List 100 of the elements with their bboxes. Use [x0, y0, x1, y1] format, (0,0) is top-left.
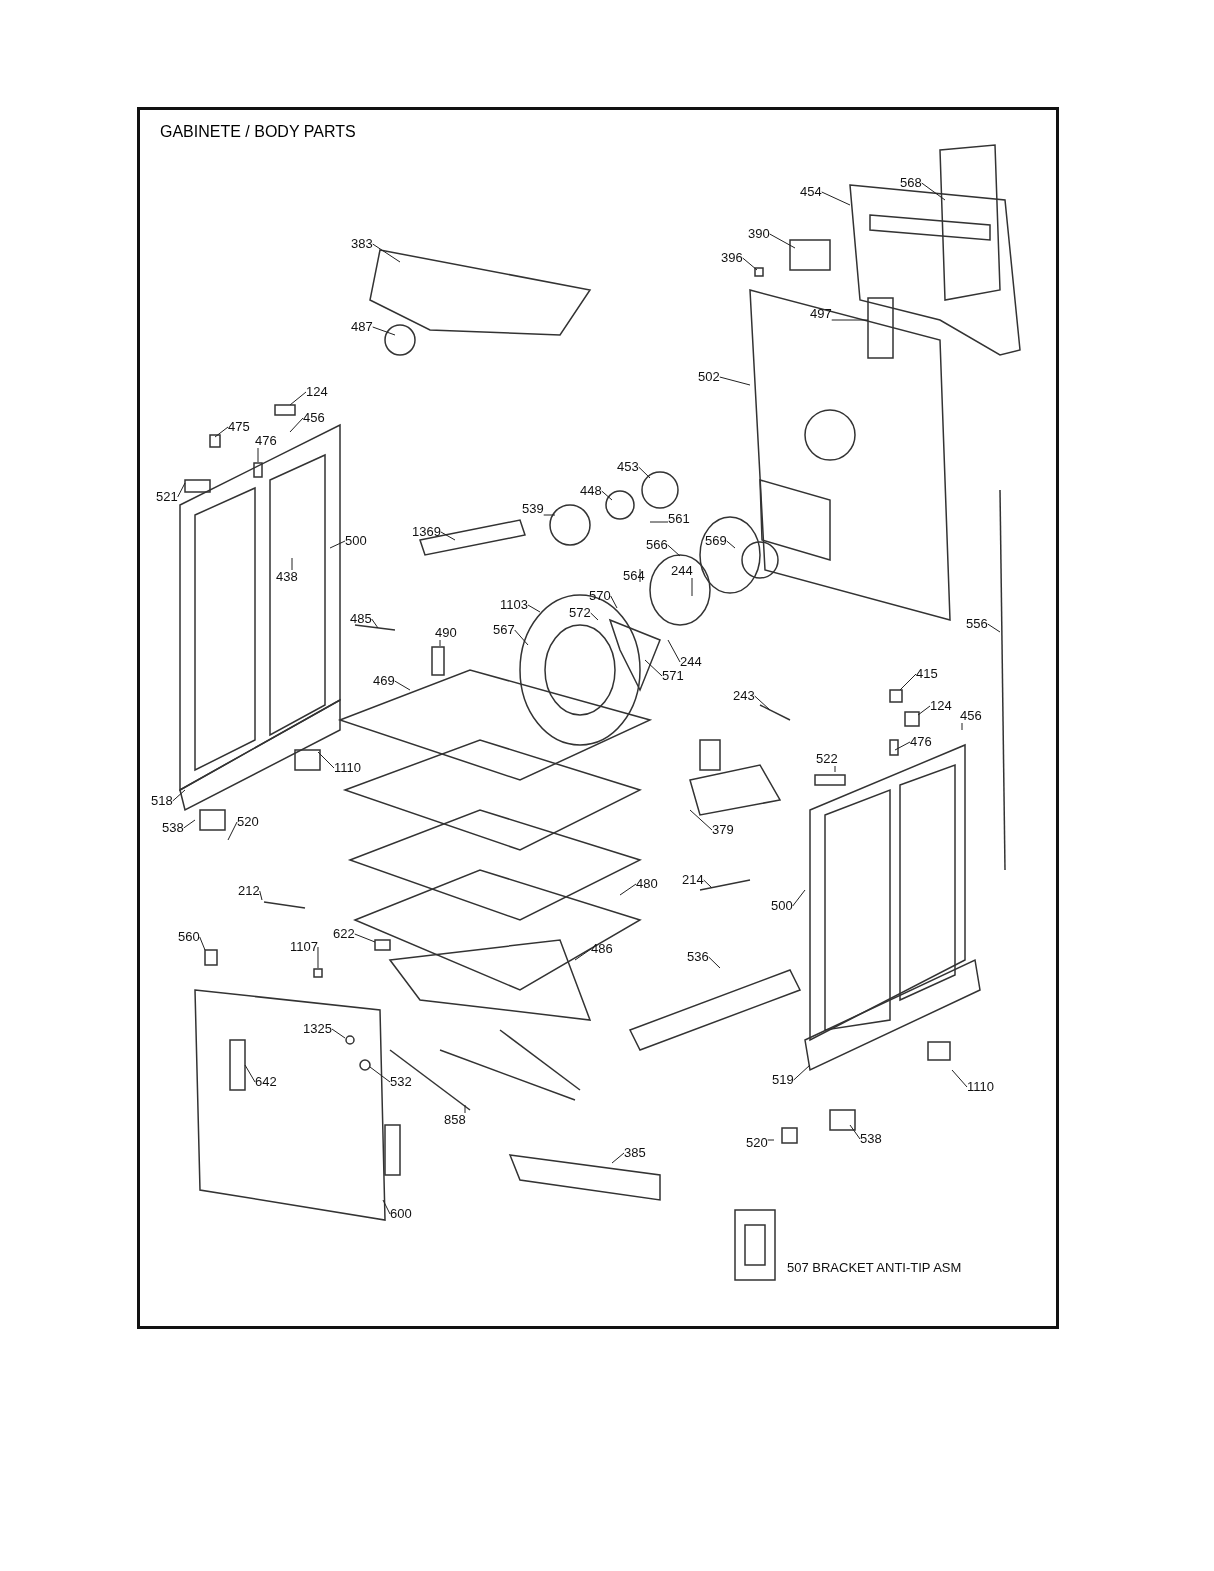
leader-line	[726, 540, 736, 549]
callout-number: 538	[162, 821, 184, 835]
callout-number: 490	[435, 626, 457, 640]
leader-line	[849, 1124, 861, 1140]
callout-number: 124	[306, 385, 328, 399]
leader-line	[382, 1199, 391, 1215]
callout-number: 497	[810, 307, 832, 321]
callout-number: 1103	[500, 598, 528, 612]
leader-line	[543, 514, 556, 516]
callout-number: 1325	[303, 1022, 332, 1036]
leader-line	[767, 1139, 775, 1141]
callout-number: 564	[623, 569, 645, 583]
leader-line	[439, 639, 441, 647]
callout-number: 1110	[334, 761, 361, 775]
callout-number: 124	[930, 699, 952, 713]
leader-line	[289, 391, 307, 406]
callout-number: 560	[178, 930, 200, 944]
leader-line	[329, 540, 346, 549]
callout-number: 571	[662, 669, 684, 683]
callout-number: 538	[860, 1132, 882, 1146]
callout-number: 858	[444, 1113, 466, 1127]
leader-line	[440, 531, 456, 541]
leader-line	[719, 376, 751, 386]
callout-number: 600	[390, 1207, 412, 1221]
callout-number: 521	[156, 490, 178, 504]
leader-line	[610, 595, 618, 609]
leader-line	[961, 722, 963, 731]
callout-number: 212	[238, 884, 260, 898]
callout-number: 520	[237, 815, 259, 829]
callout-number: 500	[345, 534, 367, 548]
callout-number: 456	[960, 709, 982, 723]
callout-number: 396	[721, 251, 743, 265]
leader-line	[199, 936, 206, 951]
callout-number: 570	[589, 589, 611, 603]
callout-number: 569	[705, 534, 727, 548]
leader-line	[917, 705, 931, 716]
leader-line	[244, 1064, 256, 1083]
leader-line	[369, 1066, 391, 1083]
callout-number: 385	[624, 1146, 646, 1160]
part-caption: 507 BRACKET ANTI-TIP ASM	[787, 1261, 962, 1275]
callout-number: 518	[151, 794, 173, 808]
callout-number: 502	[698, 370, 720, 384]
callout-number: 456	[303, 411, 325, 425]
leader-line	[574, 948, 592, 961]
leader-line	[291, 557, 293, 571]
leader-line	[257, 447, 259, 463]
leader-line	[372, 326, 396, 336]
callout-number: 415	[916, 667, 938, 681]
leader-line	[259, 890, 263, 901]
callout-number: 438	[276, 570, 298, 584]
callout-number: 536	[687, 950, 709, 964]
leader-line	[183, 819, 196, 829]
leader-line	[792, 889, 806, 907]
callout-number: 572	[569, 606, 591, 620]
callout-number: 1107	[290, 940, 318, 954]
callout-number: 475	[228, 420, 250, 434]
leader-line	[527, 604, 541, 613]
leader-line	[331, 1028, 346, 1039]
callout-number: 486	[591, 942, 613, 956]
callout-number: 487	[351, 320, 373, 334]
leader-line	[611, 1152, 625, 1164]
leader-line	[317, 946, 319, 969]
callout-number: 454	[800, 185, 822, 199]
leader-line	[394, 680, 411, 691]
leader-line	[667, 544, 681, 557]
leader-line	[214, 426, 229, 438]
leader-line	[354, 933, 376, 943]
callout-number: 480	[636, 877, 658, 891]
leader-line	[619, 883, 637, 896]
leader-line	[464, 1104, 466, 1114]
callout-number: 476	[910, 735, 932, 749]
leader-line	[177, 482, 186, 498]
callout-number: 556	[966, 617, 988, 631]
leader-line	[514, 629, 529, 646]
leader-line	[590, 612, 599, 621]
leader-line	[742, 257, 758, 271]
leader-line	[793, 1064, 811, 1081]
leader-line	[987, 623, 1001, 633]
leader-line	[667, 639, 681, 663]
callout-number: 243	[733, 689, 755, 703]
callout-number: 390	[748, 227, 770, 241]
callout-number: 485	[350, 612, 372, 626]
callout-number: 476	[255, 434, 277, 448]
leader-line	[703, 879, 713, 889]
leader-line	[649, 521, 669, 523]
leader-line	[638, 466, 651, 479]
leader-line	[372, 243, 401, 263]
callout-number: 244	[680, 655, 702, 669]
leader-line	[172, 789, 186, 802]
callout-number: 522	[816, 752, 838, 766]
callout-number: 566	[646, 538, 668, 552]
leader-line	[754, 695, 771, 711]
leader-line	[691, 577, 693, 597]
leader-line	[821, 191, 851, 206]
leader-line	[371, 618, 379, 629]
leader-line	[894, 741, 911, 751]
callout-number: 383	[351, 237, 373, 251]
callout-number: 532	[390, 1075, 412, 1089]
leader-line	[601, 490, 613, 501]
leader-line	[644, 659, 663, 677]
